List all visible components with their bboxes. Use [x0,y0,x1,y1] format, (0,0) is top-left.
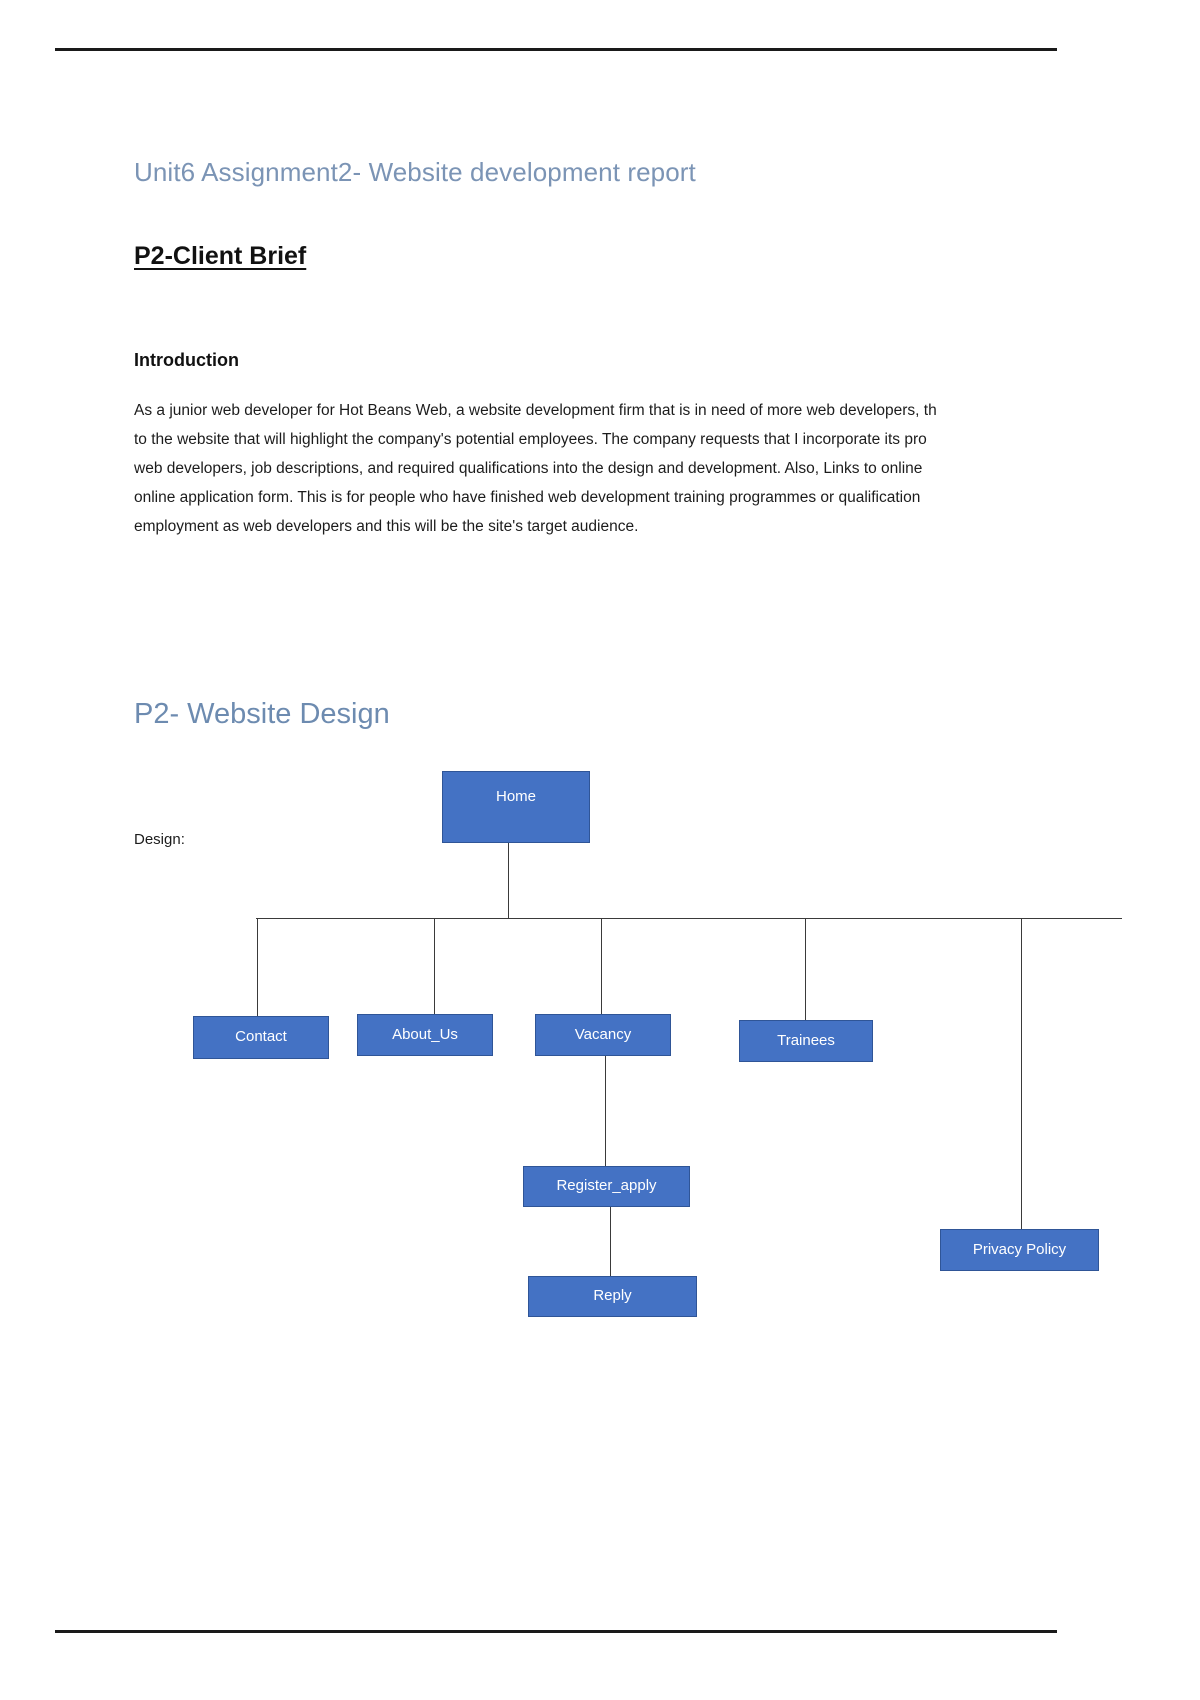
introduction-paragraph: As a junior web developer for Hot Beans … [134,396,1200,541]
header-rule [55,48,1057,51]
diagram-node-trainees[interactable]: Trainees [739,1020,873,1062]
diagram-node-label: Contact [235,1028,287,1046]
diagram-node-register-apply[interactable]: Register_apply [523,1166,690,1207]
diagram-node-about-us[interactable]: About_Us [357,1014,493,1056]
paragraph-line: As a junior web developer for Hot Beans … [134,402,937,419]
paragraph-line: to the website that will highlight the c… [134,431,927,448]
connector-home-to-bus [508,843,509,919]
diagram-node-privacy-policy[interactable]: Privacy Policy [940,1229,1099,1271]
design-label: Design: [134,831,185,848]
diagram-node-label: Home [495,787,536,805]
diagram-node-label: Vacancy [574,1025,632,1043]
section-heading-p2-client-brief: P2-Client Brief [134,242,307,270]
connector-register-apply-to-reply [610,1207,611,1277]
paragraph-line: web developers, job descriptions, and re… [134,460,923,477]
connector-horizontal-bus [256,918,1022,919]
diagram-node-label: Privacy Policy [972,1240,1067,1258]
connector-vacancy-to-register-apply [605,1056,606,1167]
paragraph-line: online application form. This is for peo… [134,489,921,506]
connector-bus-to-vacancy [601,918,602,1016]
diagram-node-label: Register_apply [556,1177,657,1195]
diagram-node-label: Trainees [777,1031,835,1049]
footer-rule [55,1630,1057,1633]
diagram-node-home[interactable]: Home [442,771,590,843]
heading-introduction: Introduction [134,350,239,370]
diagram-node-label: About_Us [392,1025,458,1043]
heading-p2-website-design: P2- Website Design [134,698,390,730]
diagram-node-label: Reply [593,1287,632,1305]
connector-bus-to-trainees [805,918,806,1022]
document-title: Unit6 Assignment2- Website development r… [134,157,696,187]
connector-bus-to-contact [257,918,258,1018]
diagram-node-contact[interactable]: Contact [193,1016,329,1059]
connector-bus-to-privacy-policy [1021,918,1022,1231]
connector-bus-right-extension [1021,918,1122,919]
diagram-node-vacancy[interactable]: Vacancy [535,1014,671,1056]
diagram-node-reply[interactable]: Reply [528,1276,697,1317]
connector-bus-to-about-us [434,918,435,1016]
paragraph-line: employment as web developers and this wi… [134,518,639,535]
